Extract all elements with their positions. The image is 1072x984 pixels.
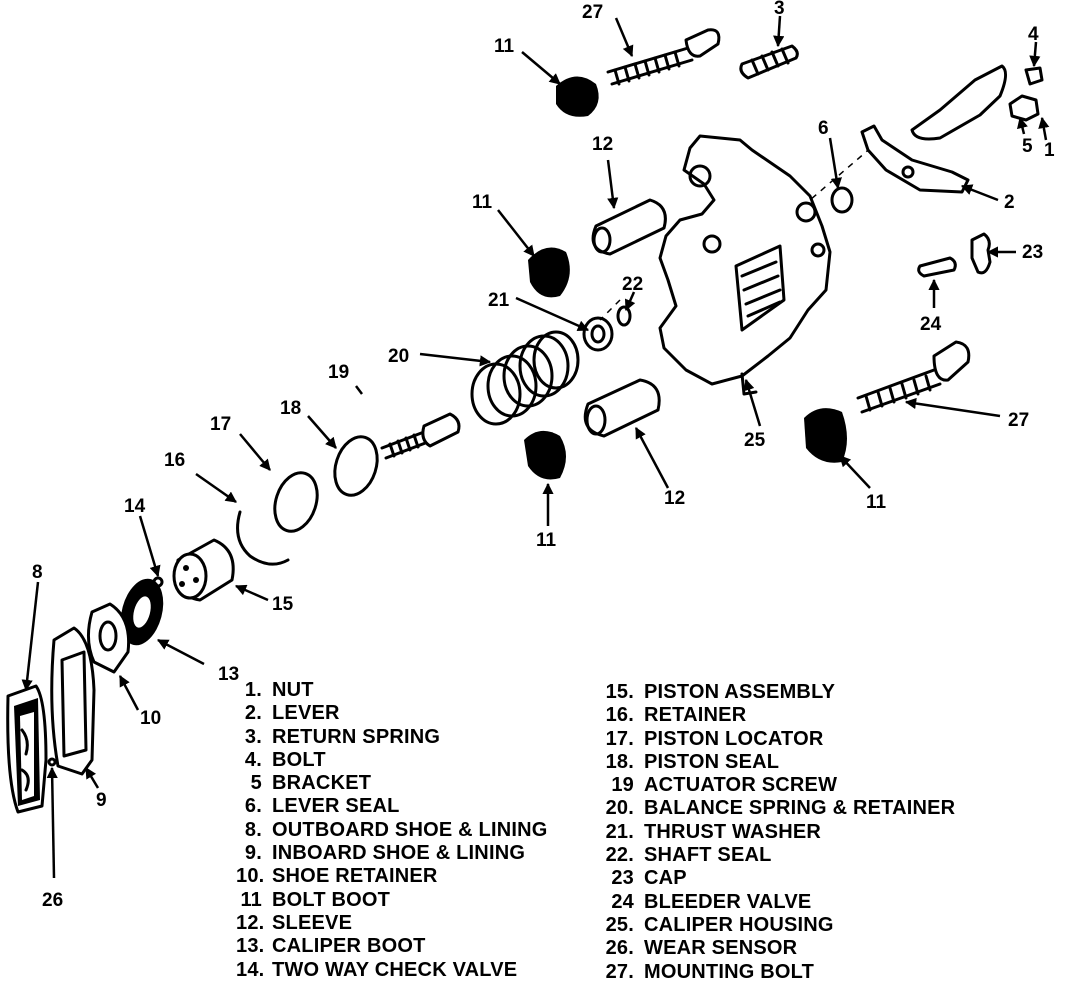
callout-6: 6: [818, 118, 829, 139]
legend-row: 25.CALIPER HOUSING: [605, 913, 834, 936]
part-outboard-shoe: [6, 684, 48, 814]
part-shaft-seal: [616, 305, 632, 327]
part-bleeder-valve: [917, 256, 957, 278]
part-piston-assembly: [172, 538, 235, 602]
part-caliper-boot: [120, 578, 164, 646]
part-shoe-retainer: [87, 602, 131, 674]
part-return-spring: [739, 44, 799, 80]
part-mounting-bolt-top: [606, 28, 721, 86]
callout-11-mid: 11: [472, 192, 493, 213]
callout-25: 25: [744, 430, 766, 451]
legend-row: 8.OUTBOARD SHOE & LINING: [244, 818, 548, 841]
part-sleeve-bottom: [583, 378, 661, 438]
callout-27-top: 27: [582, 2, 603, 23]
part-bolt-boot-bottom: [524, 430, 566, 480]
parts-legend-right: 15.PISTON ASSEMBLY 16.RETAINER 17.PISTON…: [604, 681, 956, 984]
callout-23: 23: [1022, 242, 1043, 263]
legend-row: 13.CALIPER BOOT: [236, 935, 426, 958]
callout-26: 26: [42, 890, 63, 911]
part-bolt-boot-mid: [528, 247, 570, 298]
leader-arrows: [21, 15, 1050, 879]
callout-3: 3: [774, 0, 785, 19]
callout-27-bottom: 27: [1008, 410, 1029, 431]
part-bolt-boot-top: [556, 76, 599, 117]
callout-22: 22: [622, 274, 643, 295]
callout-8: 8: [32, 562, 43, 583]
legend-row: 14.TWO WAY CHECK VALVE: [236, 958, 518, 981]
callout-1: 1: [1044, 140, 1055, 161]
part-cap: [970, 232, 992, 275]
part-sleeve-top: [591, 198, 667, 256]
callout-12-top: 12: [592, 134, 613, 155]
callout-20: 20: [388, 346, 409, 367]
legend-row: 9.INBOARD SHOE & LINING: [244, 842, 526, 865]
callout-14: 14: [124, 496, 146, 517]
part-mounting-bolt-bottom: [856, 340, 971, 414]
part-balance-spring: [470, 330, 580, 426]
legend-row: 6.LEVER SEAL: [244, 795, 400, 818]
part-retainer: [236, 510, 290, 566]
legend-row: 22.SHAFT SEAL: [605, 844, 772, 867]
legend-row: 4.BOLT: [244, 748, 326, 771]
part-lever: [860, 124, 970, 194]
callout-9: 9: [96, 790, 107, 811]
legend-row: 1.NUT: [244, 679, 314, 701]
part-wear-sensor: [47, 757, 57, 767]
callout-12-bottom: 12: [664, 488, 685, 509]
legend-row: 17.PISTON LOCATOR: [605, 727, 824, 750]
part-actuator-screw: [380, 412, 461, 460]
legend-row: 16.RETAINER: [605, 704, 747, 727]
callout-labels: 27 3 4 11 5 1 6 12 2 11 23 22 21 24 20 1…: [32, 0, 1055, 911]
legend-row: 27.MOUNTING BOLT: [605, 960, 814, 983]
callout-19: 19: [328, 362, 349, 383]
callout-17: 17: [210, 414, 231, 435]
callout-21: 21: [488, 290, 510, 311]
legend-row: 3.RETURN SPRING: [244, 725, 441, 748]
legend-row: 18.PISTON SEAL: [605, 750, 780, 773]
part-bolt-boot-right: [804, 408, 847, 463]
part-caliper-housing: [658, 134, 832, 396]
callout-13: 13: [218, 664, 239, 685]
legend-row: 2.LEVER: [244, 702, 340, 725]
part-nut: [1008, 94, 1040, 122]
legend-row: 20.BALANCE SPRING & RETAINER: [605, 797, 956, 820]
callout-15: 15: [272, 594, 294, 615]
legend-row: 12.SLEEVE: [236, 911, 353, 934]
part-bracket: [910, 64, 1007, 141]
part-thrust-washer: [582, 316, 614, 352]
legend-row: 21.THRUST WASHER: [605, 820, 822, 843]
legend-row: 10.SHOE RETAINER: [236, 865, 438, 888]
callout-11-top: 11: [494, 36, 515, 57]
callout-16: 16: [164, 450, 185, 471]
callout-4: 4: [1028, 24, 1039, 45]
part-inboard-shoe: [50, 626, 96, 776]
callout-5: 5: [1022, 136, 1033, 157]
callout-2: 2: [1004, 192, 1015, 213]
legend-row: 15.PISTON ASSEMBLY: [605, 681, 836, 703]
part-bolt-small: [1024, 66, 1044, 86]
callout-11-right: 11: [866, 492, 887, 513]
callout-24: 24: [920, 314, 942, 335]
part-piston-locator: [273, 471, 319, 533]
part-piston-seal: [333, 435, 379, 497]
legend-row: 26.WEAR SENSOR: [605, 937, 798, 960]
callout-10: 10: [140, 708, 161, 729]
part-lever-seal: [830, 186, 854, 214]
callout-11-bottom: 11: [536, 530, 557, 551]
callout-18: 18: [280, 398, 301, 419]
